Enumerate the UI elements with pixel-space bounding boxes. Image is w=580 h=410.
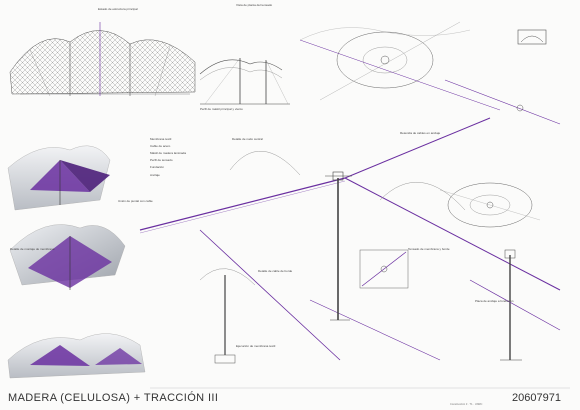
render-pavilion-3 <box>7 333 146 379</box>
mast-elevation-right <box>469 249 561 361</box>
plan-view <box>299 21 561 125</box>
plan-view-lower <box>439 182 541 228</box>
legend-item: Fundación <box>150 165 165 170</box>
note-union-puntal: Unión de puntal con cable <box>118 199 153 203</box>
note-cable-borde: Detalle de cable de borde <box>258 269 293 273</box>
mesh-roof-wireframe <box>9 22 196 97</box>
legend-item: Cable de acero <box>150 143 171 148</box>
mast-elevation-small <box>517 29 547 45</box>
legend-item: Membrana textil <box>150 136 172 141</box>
sheet-title: MADERA (CELULOSA) + TRACCIÓN III <box>8 392 219 404</box>
mast-elevation <box>325 171 352 321</box>
note-nudo-central: Detalle de nudo central <box>232 137 263 141</box>
note-vista-planta: Vista de planta del tensado <box>236 3 273 7</box>
note-retenida: Retenida de cables en anclaje <box>400 131 441 135</box>
sheet-footer: Construcción 3 · T1 · UNRC <box>450 403 483 406</box>
note-montaje-membrana: Detalle de montaje de membrana <box>10 247 55 251</box>
anchor-detail <box>359 249 409 289</box>
legend-list: Membrana textil Cable de acero Mástil de… <box>150 134 220 181</box>
sheet-code: 20607971 <box>512 392 561 404</box>
note-ejecucion-membrana: Ejecución de membrana textil <box>236 344 276 348</box>
legend-item: Mástil de madera laminada <box>150 150 187 155</box>
render-pavilion-2 <box>9 224 126 290</box>
main-cable-detail <box>139 117 561 361</box>
legend-item: Perfil de tensado <box>150 158 173 163</box>
section-drawing <box>199 57 290 105</box>
foundation-detail <box>199 268 256 364</box>
note-placa-anclaje: Placa de anclaje a fundación <box>475 299 514 303</box>
legend-item: Anclaje <box>150 172 160 177</box>
note-estado-estructura: Estado de estructura principal <box>98 7 138 11</box>
note-perfil-mastil: Perfil de mástil principal y viento <box>200 107 243 111</box>
render-pavilion-1 <box>7 145 111 211</box>
note-tensado-membrana: Tensado de membrana y borde <box>408 247 450 251</box>
